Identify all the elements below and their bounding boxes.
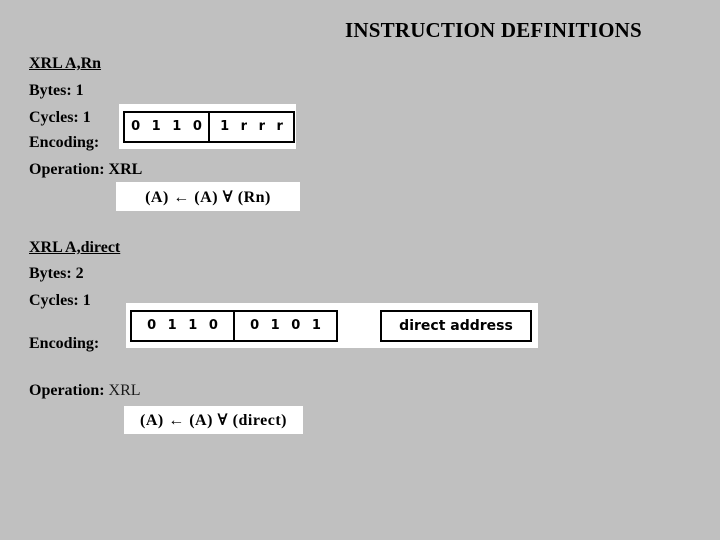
encoding-byte-row: 0 1 1 0 0 1 0 1 direct address	[130, 309, 532, 342]
page-title: INSTRUCTION DEFINITIONS	[345, 18, 642, 42]
section-2-bytes: Bytes: 2	[29, 265, 84, 282]
encoding-field-direct-address: direct address	[380, 309, 532, 342]
encoding-field-opcode-high: 0 1 1 0	[130, 309, 234, 342]
section-1-operation-label: Operation: XRL	[29, 161, 143, 178]
section-1-operation-formula: (A) ← (A) ∀ (Rn)	[116, 182, 300, 211]
section-2-heading: XRL A,direct	[29, 239, 121, 256]
section-1-bytes: Bytes: 1	[29, 82, 84, 99]
section-1-heading: XRL A,Rn	[29, 55, 102, 72]
section-1-encoding-diagram: 0 1 1 0 1 r r r	[119, 104, 296, 149]
section-2-operation-label: Operation: XRL	[29, 382, 141, 400]
section-2-encoding-label: Encoding:	[29, 335, 100, 352]
encoding-byte-row: 0 1 1 0 1 r r r	[123, 110, 295, 143]
section-2-encoding-diagram: 0 1 1 0 0 1 0 1 direct address	[126, 303, 538, 348]
encoding-byte-gap	[338, 310, 380, 342]
encoding-field-opcode-high: 0 1 1 0	[123, 110, 209, 143]
section-2-cycles: Cycles: 1	[29, 292, 91, 309]
encoding-field-register: 1 r r r	[209, 110, 295, 143]
section-1-cycles: Cycles: 1	[29, 109, 91, 126]
section-1-encoding-label: Encoding:	[29, 134, 100, 151]
encoding-field-opcode-low: 0 1 0 1	[234, 309, 338, 342]
section-2-operation-formula: (A) ← (A) ∀ (direct)	[124, 406, 303, 434]
section-2-operation-mnemonic: XRL	[108, 382, 141, 399]
section-2-operation-prefix: Operation:	[29, 382, 109, 399]
